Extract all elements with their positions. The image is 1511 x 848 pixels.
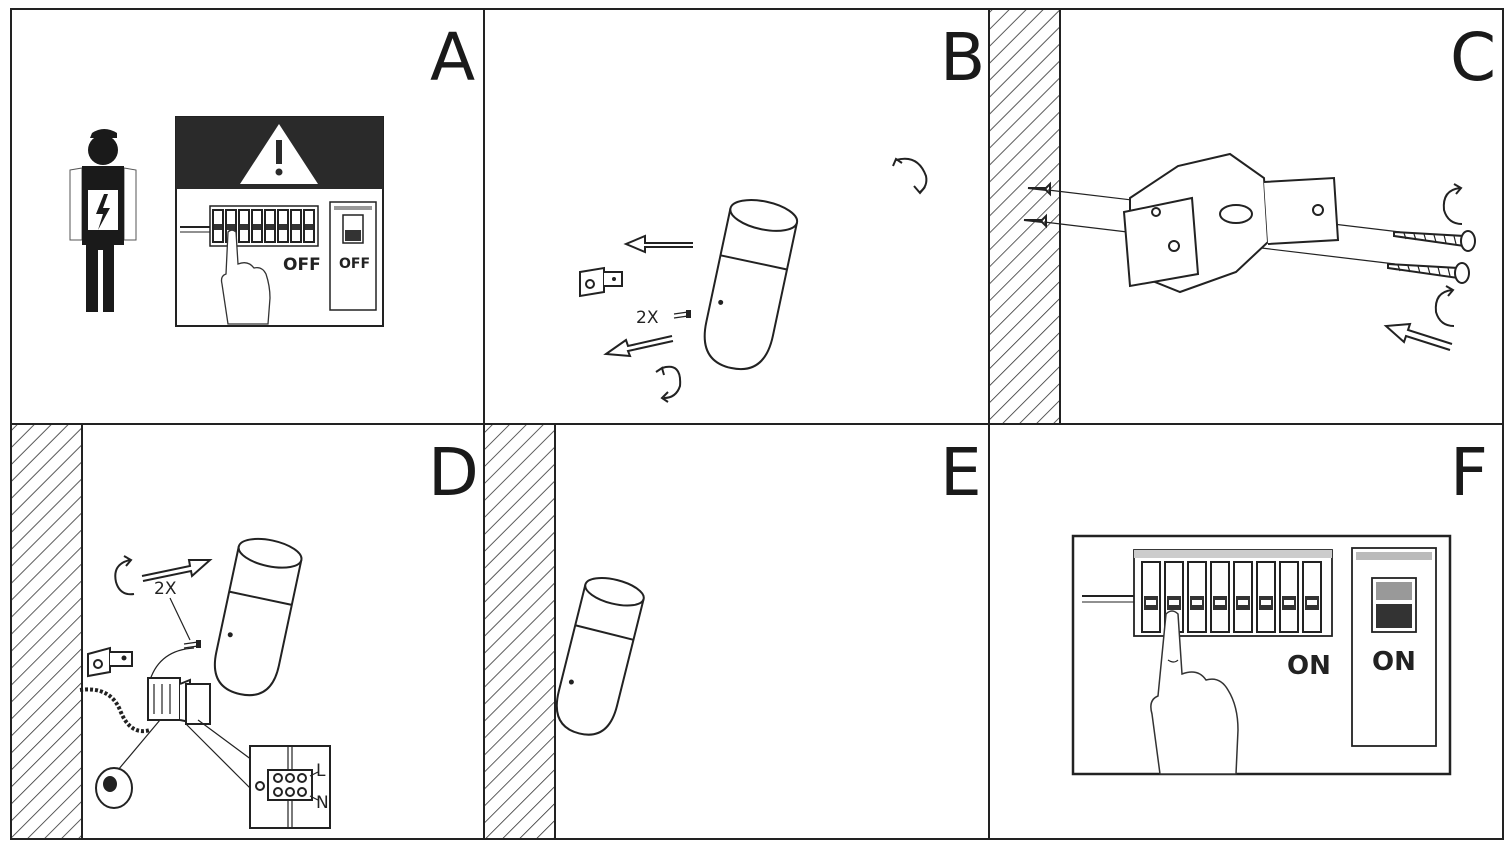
terminal-block-icon: L N <box>249 745 331 829</box>
panel-b: B 2X <box>579 19 985 403</box>
direction-arrow-icon <box>603 335 674 358</box>
wall-plug-icon <box>579 266 623 298</box>
lamp-icon <box>703 199 799 371</box>
panel-c: C <box>990 10 1496 423</box>
wall-plug-icon <box>1023 181 1051 229</box>
screw-icon <box>1393 230 1476 252</box>
screw-count-label: 2X <box>636 308 659 328</box>
terminal-n-label: N <box>316 793 329 813</box>
rotate-arrow-icon <box>655 365 682 403</box>
breaker-switches <box>212 209 315 243</box>
panel-letter-a: A <box>430 19 475 96</box>
hand-icon <box>1150 610 1239 775</box>
panel-grid <box>10 8 1504 840</box>
panel-letter-c: C <box>1450 19 1496 96</box>
rotate-arrow-icon <box>892 157 928 195</box>
screw-icon <box>183 640 201 649</box>
cable-gland-icon <box>95 767 133 809</box>
direction-arrow-icon <box>623 234 693 254</box>
rotate-arrow-icon <box>1442 183 1463 225</box>
panel-letter-b: B <box>940 19 985 96</box>
warning-triangle-icon <box>240 124 318 184</box>
wall-hatch <box>12 425 82 838</box>
mounting-bracket-icon <box>1122 152 1340 294</box>
panel-letter-d: D <box>428 434 479 511</box>
panel-a: A <box>69 19 475 327</box>
direction-arrow-icon <box>141 559 213 582</box>
junction-box-icon <box>147 677 211 725</box>
main-switch-on-label: ON <box>1372 647 1416 677</box>
panel-f: F <box>1071 434 1488 776</box>
panel-letter-f: F <box>1450 434 1488 511</box>
wall-hatch <box>485 425 555 838</box>
wall-plug-icon <box>87 646 133 678</box>
breaker-switches <box>1141 561 1322 633</box>
wall-hatch <box>990 10 1060 423</box>
breaker-panel-off: OFF OFF <box>175 116 384 327</box>
main-switch-off-label: OFF <box>339 256 370 272</box>
hand-icon <box>220 229 271 325</box>
terminal-l-label: L <box>316 761 326 781</box>
panel-letter-e: E <box>940 434 982 511</box>
rotate-arrow-icon <box>114 555 135 596</box>
direction-arrow-icon <box>1383 322 1453 351</box>
screw-count-label: 2X <box>154 579 177 599</box>
electrician-icon <box>69 129 137 312</box>
breaker-on-label: ON <box>1287 651 1331 681</box>
rotate-arrow-icon <box>1434 285 1455 327</box>
screw-icon <box>673 310 691 319</box>
breaker-off-label: OFF <box>283 255 321 275</box>
lamp-icon <box>213 537 303 697</box>
screw-icon <box>1387 262 1470 284</box>
breaker-panel-on: ON ON <box>1071 534 1452 776</box>
panel-d: D 2X <box>12 425 479 838</box>
lamp-icon <box>555 577 645 736</box>
panel-e: E <box>485 425 982 838</box>
